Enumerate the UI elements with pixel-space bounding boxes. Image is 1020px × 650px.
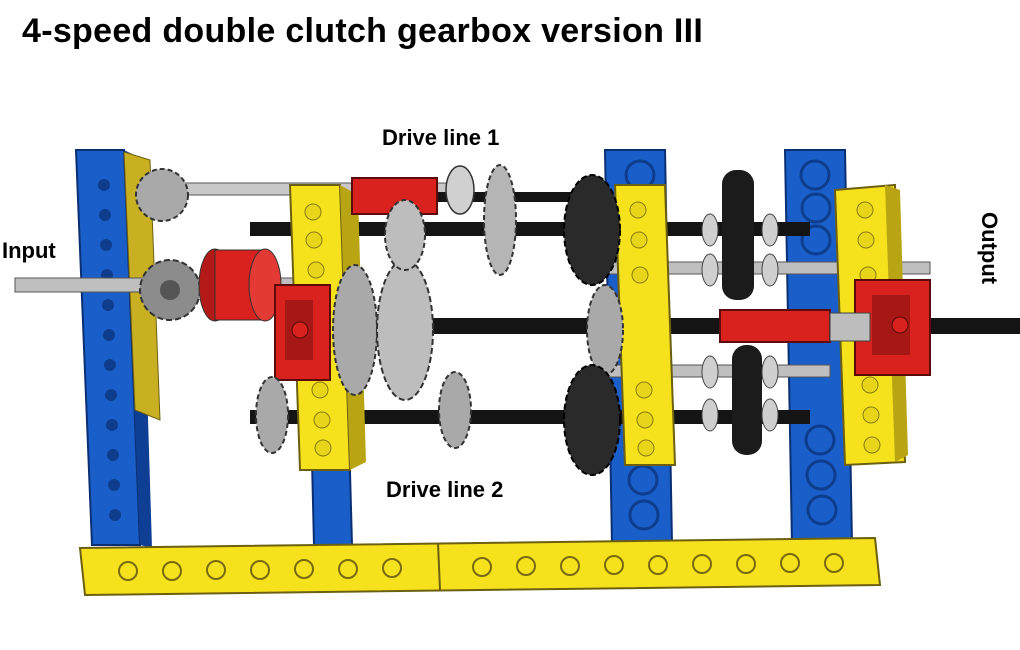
drive-line-1-label: Drive line 1	[382, 125, 500, 150]
input-label: Input	[2, 238, 56, 263]
red-shaft-coupler	[719, 309, 871, 343]
bushings	[701, 213, 779, 432]
center-gears	[255, 164, 624, 454]
drive-line-2-label: Drive line 2	[386, 477, 504, 502]
red-block-left	[274, 284, 331, 381]
black-gears	[563, 170, 762, 476]
page-title: 4-speed double clutch gearbox version II…	[22, 12, 704, 50]
red-clutch-left	[198, 248, 282, 322]
bottom-yellow-beam	[78, 536, 882, 597]
input-gear-stack	[135, 168, 201, 321]
yellow-beam-middle	[613, 184, 677, 466]
